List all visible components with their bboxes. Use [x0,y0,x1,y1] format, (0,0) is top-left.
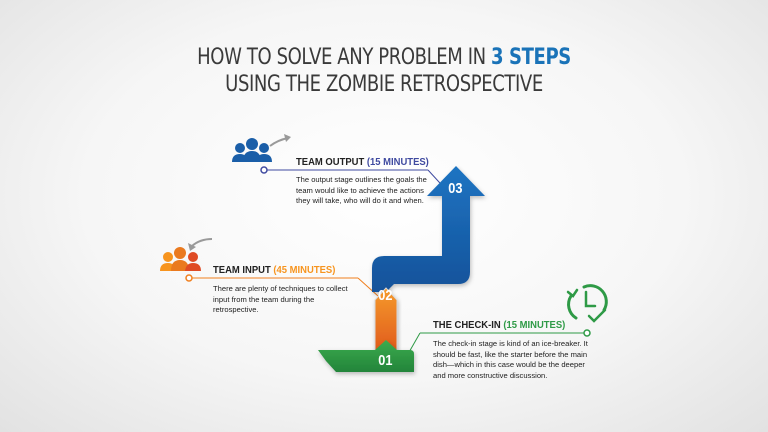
connector-team-output [260,166,451,195]
step-01-heading: THE CHECK-IN (15 MINUTES) [433,319,566,331]
step-02-number: 02 [378,287,393,304]
step-03-number: 03 [448,180,463,197]
connector-team-input [185,274,379,297]
step-03-arrow [372,166,485,292]
title-highlight: 3 STEPS [491,45,571,70]
page-title: HOW TO SOLVE ANY PROBLEM IN 3 STEPS USIN… [69,44,699,98]
step-01-banner [318,340,414,372]
step-02-duration: (45 MINUTES) [273,264,336,276]
team-incoming-arrow-icon [160,238,213,271]
step-03-description: The output stage outlines the goals the … [296,175,427,205]
step-01-duration: (15 MINUTES) [503,319,566,331]
step-03-duration: (15 MINUTES) [366,156,429,168]
step-02-heading: TEAM INPUT (45 MINUTES) [213,264,336,276]
step-01-number: 01 [378,352,393,369]
step-01-description: The check-in stage is kind of an ice-bre… [433,339,588,380]
team-outgoing-arrow-icon [232,134,291,162]
title-line-1: HOW TO SOLVE ANY PROBLEM IN 3 STEPS [197,45,571,70]
title-line-2: USING THE ZOMBIE RETROSPECTIVE [225,72,543,97]
step-02-description: There are plenty of techniques to collec… [213,284,348,314]
step-03-heading: TEAM OUTPUT (15 MINUTES) [296,156,429,168]
clock-refresh-check-icon [566,284,608,323]
